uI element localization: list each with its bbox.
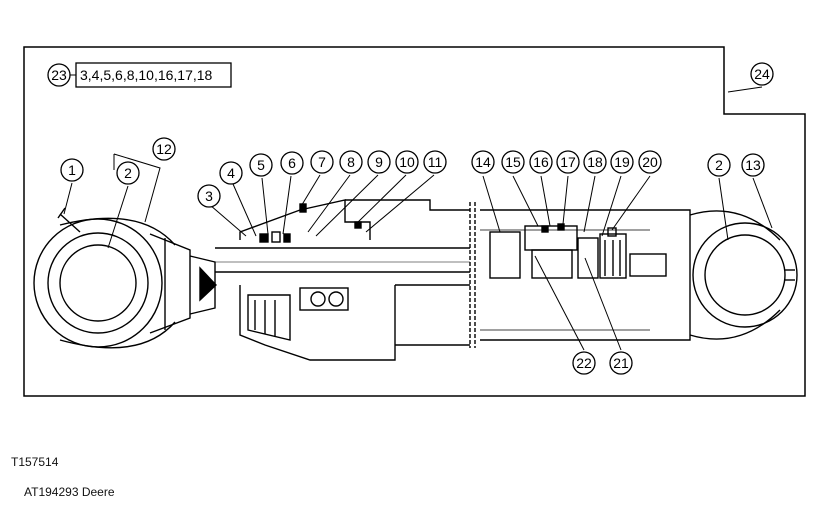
image-credit: AT194293 Deere	[24, 485, 115, 499]
piston-assembly	[489, 223, 667, 279]
rod-end-eye	[33, 217, 217, 349]
callout-9: 9	[367, 150, 391, 174]
callout-14: 14	[471, 150, 495, 174]
callout-24: 24	[750, 62, 774, 86]
callout-21: 21	[609, 351, 633, 375]
callout-23-label: 23	[51, 67, 67, 83]
callout-5: 5	[249, 153, 273, 177]
callout-15: 15	[501, 150, 525, 174]
callout-13: 13	[741, 153, 765, 177]
callout-2-right: 2	[707, 153, 731, 177]
callout-21-label: 21	[613, 355, 629, 371]
callout-8: 8	[339, 150, 363, 174]
callout-19: 19	[610, 150, 634, 174]
callout-20-label: 20	[642, 154, 658, 170]
callout-1: 1	[60, 158, 84, 182]
callout-11-label: 11	[428, 154, 443, 170]
callout-3: 3	[197, 184, 221, 208]
key-group-box	[75, 62, 232, 88]
callout-2-left: 2	[116, 161, 140, 185]
callout-4: 4	[219, 161, 243, 185]
callout-22: 22	[572, 351, 596, 375]
callout-10: 10	[395, 150, 419, 174]
callout-24-label: 24	[754, 66, 770, 82]
callout-4-label: 4	[227, 165, 235, 181]
piston-rod	[215, 247, 470, 273]
callout-20: 20	[638, 150, 662, 174]
callout-12-label: 12	[156, 141, 172, 157]
callout-17: 17	[556, 150, 580, 174]
callout-10-label: 10	[399, 154, 415, 170]
callout-18: 18	[583, 150, 607, 174]
callout-8-label: 8	[347, 154, 355, 170]
callout-19-label: 19	[614, 154, 630, 170]
callout-2-left-label: 2	[124, 165, 132, 181]
callout-2-right-label: 2	[715, 157, 723, 173]
callout-18-label: 18	[587, 154, 603, 170]
callout-7-label: 7	[318, 154, 326, 170]
callout-22-label: 22	[576, 355, 592, 371]
callout-14-label: 14	[475, 154, 491, 170]
figure-id: T157514	[11, 455, 59, 469]
callout-5-label: 5	[257, 157, 265, 173]
callout-1-label: 1	[68, 162, 76, 178]
callout-17-label: 17	[560, 154, 576, 170]
leader-lines	[63, 86, 773, 351]
callout-3-label: 3	[205, 188, 213, 204]
cylinder-head	[239, 199, 470, 361]
callout-6-label: 6	[288, 155, 296, 171]
callout-7: 7	[310, 150, 334, 174]
callout-16: 16	[529, 150, 553, 174]
callout-16-label: 16	[533, 154, 549, 170]
diagram-border	[23, 46, 806, 397]
callout-9-label: 9	[375, 154, 383, 170]
grease-fitting	[57, 207, 81, 233]
callout-11: 11	[423, 150, 447, 174]
key-group-items: 3,4,5,6,8,10,16,17,18	[80, 67, 213, 83]
callout-6: 6	[280, 151, 304, 175]
base-end-eye	[650, 209, 798, 341]
callout-12: 12	[152, 137, 176, 161]
cylinder-tube	[395, 202, 650, 348]
key-group: 23 3,4,5,6,8,10,16,17,18	[47, 62, 232, 88]
callout-13-label: 13	[745, 157, 761, 173]
callout-15-label: 15	[505, 154, 521, 170]
